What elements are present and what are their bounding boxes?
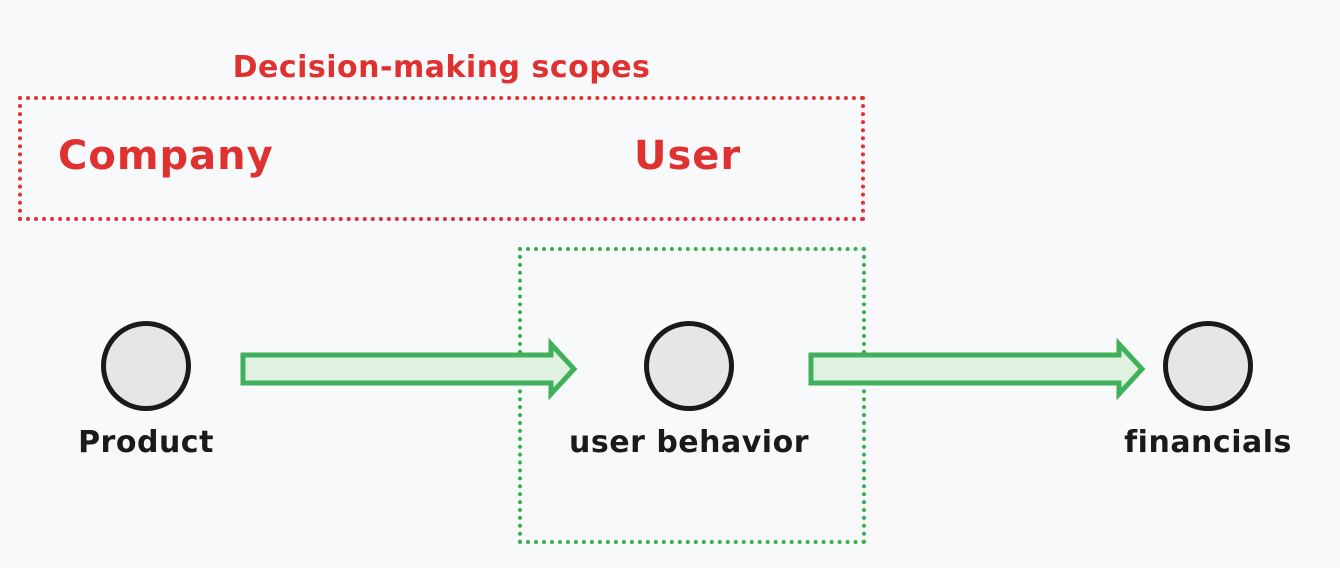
node-financials[interactable]: financials — [1124, 321, 1291, 460]
arrow-icon — [809, 341, 1145, 397]
scope-label-user: User — [634, 133, 742, 179]
decision-making-scopes-box — [18, 96, 865, 221]
arrow-product-to-user-behavior — [241, 341, 577, 397]
node-label-user-behavior: user behavior — [569, 425, 809, 460]
node-label-product: Product — [78, 425, 214, 460]
arrow-icon — [241, 341, 577, 397]
arrow-user-behavior-to-financials — [809, 341, 1145, 397]
node-user-behavior[interactable]: user behavior — [569, 321, 808, 460]
node-circle-icon — [1163, 321, 1253, 411]
node-product[interactable]: Product — [78, 321, 213, 460]
user-behavior-scope-box — [518, 247, 866, 544]
node-label-financials: financials — [1124, 425, 1292, 460]
node-circle-icon — [101, 321, 191, 411]
node-circle-icon — [644, 321, 734, 411]
scopes-title: Decision-making scopes — [232, 50, 651, 85]
scope-label-company: Company — [58, 133, 274, 179]
